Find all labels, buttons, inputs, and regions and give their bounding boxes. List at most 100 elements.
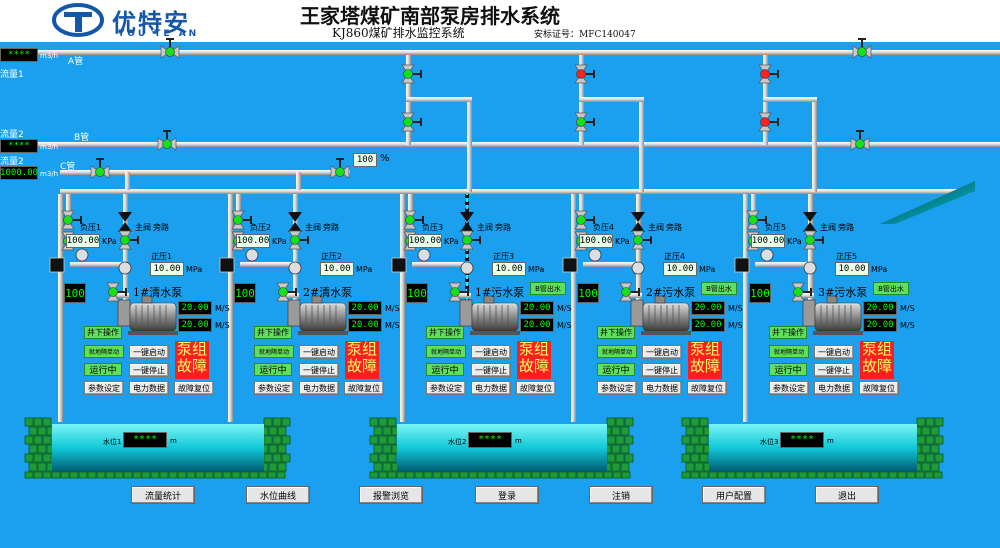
mode-button-5[interactable]: 井下操作	[769, 326, 807, 339]
riser-valve-3a-handle	[777, 70, 779, 78]
one-key-stop-button-3[interactable]: 一键停止	[471, 363, 511, 377]
neg-valve-1	[61, 210, 82, 230]
pos-pressure-unit-1: MPa	[186, 265, 203, 274]
main-gate-valve-5	[803, 230, 824, 250]
main-valve-icon-4-top	[631, 212, 645, 222]
power-data-button-1[interactable]: 电力数据	[129, 381, 169, 395]
brick-b-1-25	[594, 471, 604, 479]
main-valve-icon-1-top	[118, 212, 132, 222]
bypass-label-4: 旁路	[666, 223, 682, 232]
power-data-button-5[interactable]: 电力数据	[814, 381, 854, 395]
main-gate-valve-3-state	[462, 235, 472, 245]
one-key-stop-button-5[interactable]: 一键停止	[814, 363, 854, 377]
alarm-browse-button[interactable]: 报警浏览	[359, 486, 423, 504]
main-valve-icon-5	[803, 212, 817, 232]
brick-l-0-4-1	[33, 453, 43, 463]
main-valve-icon-2-top	[288, 212, 302, 222]
mode-button-1[interactable]: 井下操作	[84, 326, 122, 339]
brick-b-0-9	[105, 471, 115, 479]
pump-casing-5	[802, 299, 816, 327]
fault-reset-button-1[interactable]: 故障复位	[174, 381, 214, 395]
semi-mode-button-5[interactable]: 就地隔单动	[769, 345, 809, 358]
pump-box-4	[562, 257, 578, 273]
pump-neg-pipe-5	[751, 194, 756, 218]
c-pipe-valve-1-handle	[96, 158, 104, 160]
semi-mode-button-2[interactable]: 就地隔单动	[254, 345, 294, 358]
params-button-1[interactable]: 参数设定	[84, 381, 124, 395]
main-valve-icon-1	[118, 212, 132, 232]
one-key-start-button-4[interactable]: 一键启动	[642, 345, 682, 359]
one-key-stop-button-1[interactable]: 一键停止	[129, 363, 169, 377]
power-data-button-2[interactable]: 电力数据	[299, 381, 339, 395]
main-valve-icon-2	[288, 212, 302, 232]
a-pipe-valve-2	[852, 38, 872, 59]
params-button-4[interactable]: 参数设定	[597, 381, 637, 395]
tank-level-label-1: 水位1	[103, 438, 122, 446]
out-valve-3-state	[450, 287, 460, 297]
semi-mode-button-3[interactable]: 就地隔单动	[426, 345, 466, 358]
pipe-a-label: A管	[68, 57, 84, 67]
mode-button-3[interactable]: 井下操作	[426, 326, 464, 339]
one-key-start-button-1[interactable]: 一键启动	[129, 345, 169, 359]
pump-casing-1	[117, 299, 131, 327]
login-button[interactable]: 登录	[475, 486, 539, 504]
tank-level-unit-3: m	[827, 437, 834, 445]
neg-valve-5	[746, 210, 767, 230]
brick-l-1-4-1	[378, 453, 388, 463]
main-gate-valve-4	[631, 230, 652, 250]
one-key-start-button-5[interactable]: 一键启动	[814, 345, 854, 359]
mode-button-2[interactable]: 井下操作	[254, 326, 292, 339]
logout-button[interactable]: 注销	[589, 486, 653, 504]
one-key-start-button-3[interactable]: 一键启动	[471, 345, 511, 359]
mode-button-4[interactable]: 井下操作	[597, 326, 635, 339]
fault-reset-button-3[interactable]: 故障复位	[516, 381, 556, 395]
params-button-5[interactable]: 参数设定	[769, 381, 809, 395]
pos-pressure-label-5: 正压5	[836, 252, 858, 261]
fault-reset-button-4[interactable]: 故障复位	[687, 381, 727, 395]
brick-l-0-5-1	[37, 462, 47, 472]
user-config-button[interactable]: 用户配置	[702, 486, 766, 504]
brick-l-1-2-1	[378, 435, 388, 445]
flow1-label: 流量1	[0, 70, 24, 80]
neg-pressure-unit-5: KPa	[787, 237, 802, 246]
brick-l-0-1-0	[28, 426, 38, 436]
brick-l-1-3-1	[382, 444, 392, 454]
brick-b-2-10	[771, 471, 781, 479]
motor-junction-1	[141, 295, 153, 304]
neg-valve-3-state	[405, 215, 415, 225]
one-key-stop-button-4[interactable]: 一键停止	[642, 363, 682, 377]
neg-gauge-icon-5	[760, 248, 774, 262]
flow-stats-button[interactable]: 流量统计	[131, 486, 195, 504]
motor-junction-3	[483, 295, 495, 304]
brick-b-2-4	[717, 471, 727, 479]
discharge-pipe-4	[636, 194, 641, 310]
pipe-c-label: C管	[60, 162, 76, 172]
brick-r-2-4-1	[925, 453, 935, 463]
semi-mode-button-4[interactable]: 就地隔单动	[597, 345, 637, 358]
power-data-button-3[interactable]: 电力数据	[471, 381, 511, 395]
pump-box-5	[734, 257, 750, 273]
brick-r-0-2-2	[281, 435, 291, 445]
fault-reset-button-5[interactable]: 故障复位	[859, 381, 899, 395]
riser-valve-3a	[758, 64, 779, 84]
riser-valve-2a-state	[576, 69, 586, 79]
power-data-button-4[interactable]: 电力数据	[642, 381, 682, 395]
params-button-3[interactable]: 参数设定	[426, 381, 466, 395]
brick-r-1-3-1	[611, 444, 621, 454]
c-pipe-valve-1	[90, 158, 110, 179]
brick-b-1-22	[567, 471, 577, 479]
neg-pressure-display-3: 100.00	[408, 234, 442, 248]
fault-reset-button-2[interactable]: 故障复位	[344, 381, 384, 395]
speed1-unit-3: M/S	[557, 304, 572, 313]
exit-button[interactable]: 退出	[815, 486, 879, 504]
params-button-2[interactable]: 参数设定	[254, 381, 294, 395]
brick-b-0-2	[42, 471, 52, 479]
pump-link-pipe-2	[240, 262, 296, 267]
one-key-stop-button-2[interactable]: 一键停止	[299, 363, 339, 377]
semi-mode-button-1[interactable]: 就地隔单动	[84, 345, 124, 358]
water-level-curve-button[interactable]: 水位曲线	[246, 486, 310, 504]
brick-l-1-4-0	[369, 453, 379, 463]
brick-l-0-1-1	[37, 426, 47, 436]
one-key-start-button-2[interactable]: 一键启动	[299, 345, 339, 359]
